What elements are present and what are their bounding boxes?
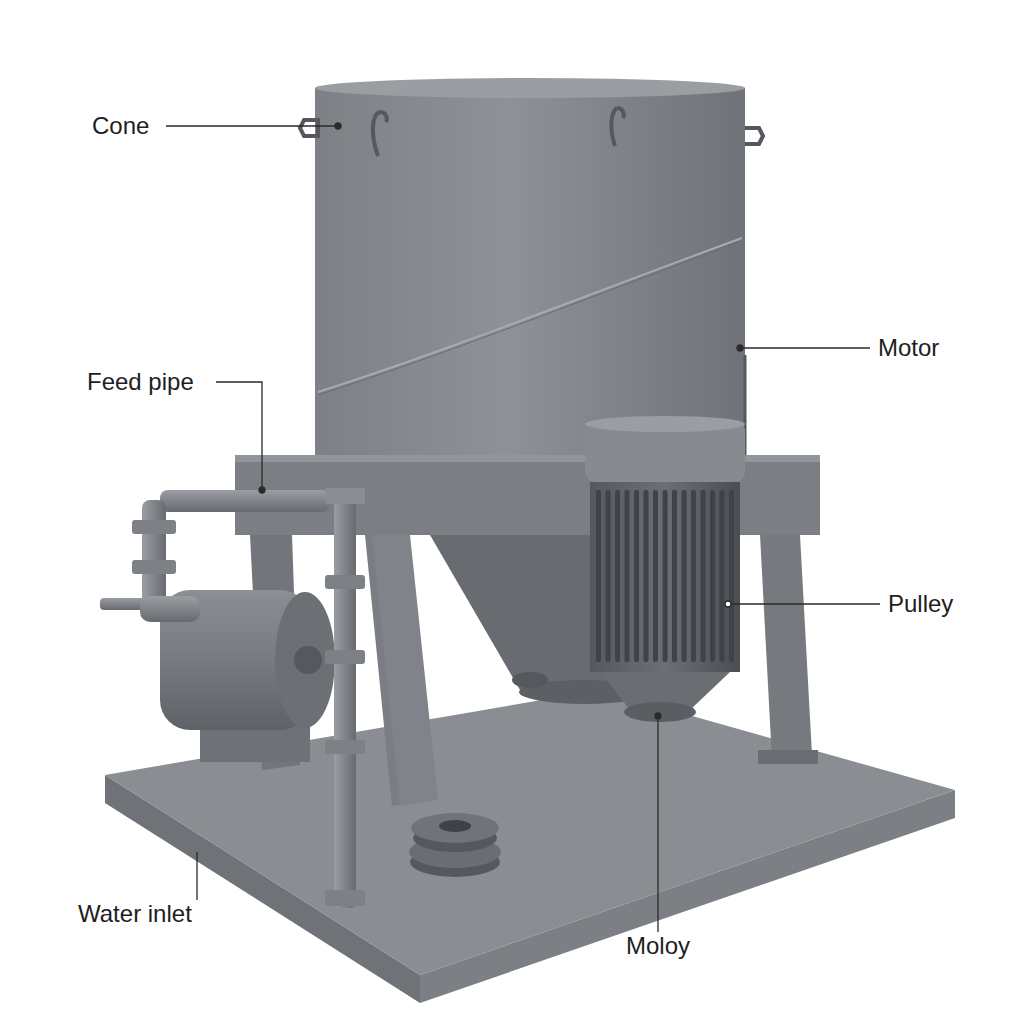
motor-fin — [644, 490, 649, 662]
cone-housing — [300, 78, 763, 460]
housing-seam — [318, 238, 742, 392]
hook — [611, 108, 623, 146]
leader-dot — [737, 345, 743, 351]
leader-dot — [725, 601, 731, 607]
leader-dot — [335, 123, 341, 129]
motor-cap-top — [585, 416, 745, 432]
leader-line — [166, 125, 338, 126]
leg-foot — [758, 750, 818, 764]
leader-dot — [259, 487, 265, 493]
motor-fin — [653, 490, 658, 662]
motor-fin — [596, 490, 601, 662]
leader-line — [657, 716, 658, 932]
leader-dot — [655, 713, 661, 719]
frame-leg — [372, 535, 438, 806]
housing-body — [315, 88, 745, 458]
feed-pipe — [160, 490, 330, 512]
housing-rim — [315, 78, 745, 98]
part-label: Pulley — [888, 590, 953, 618]
base-plate-top — [105, 690, 955, 975]
motor-fin — [672, 490, 677, 662]
pipe-foot — [325, 890, 365, 906]
motor-fin — [682, 490, 687, 662]
pump-shaft — [294, 646, 322, 674]
pipe-cap — [325, 488, 365, 504]
part-label: Moloy — [626, 932, 690, 960]
motor-fin — [720, 490, 725, 662]
motor-fin — [663, 490, 668, 662]
motor-body — [590, 482, 740, 672]
motor-fin — [729, 490, 734, 662]
pipe-elbow — [140, 596, 200, 622]
pulley-bore — [439, 820, 471, 832]
pipework — [100, 488, 365, 908]
base-plate — [105, 690, 955, 1003]
pipe-coupling — [132, 520, 176, 534]
motor-fin — [625, 490, 630, 662]
lifting-lug — [745, 128, 763, 144]
pipe-drop — [142, 500, 166, 610]
motor — [585, 416, 745, 722]
leader-lines — [166, 123, 880, 932]
part-label: Motor — [878, 334, 939, 362]
pipe-coupling — [325, 650, 365, 664]
motor-fin — [710, 490, 715, 662]
pipe-coupling — [325, 740, 365, 754]
motor-fin — [634, 490, 639, 662]
pulley — [409, 813, 501, 877]
leader-line — [216, 382, 262, 490]
part-label: Cone — [92, 112, 149, 140]
hook — [373, 112, 387, 156]
leader-line — [728, 603, 880, 604]
pipe-coupling — [132, 560, 176, 574]
part-label: Water inlet — [78, 900, 192, 928]
lifting-lug — [300, 120, 318, 136]
motor-fin — [691, 490, 696, 662]
outlet-flange — [512, 672, 548, 688]
pipe-coupling — [325, 575, 365, 589]
frame-leg — [760, 535, 812, 760]
motor-fins — [596, 490, 734, 662]
pipe-stub — [100, 598, 146, 610]
motor-shaft-pulley — [624, 702, 696, 722]
leader-line — [196, 852, 197, 900]
housing-seam — [318, 241, 742, 395]
motor-fin — [701, 490, 706, 662]
leader-line — [740, 347, 870, 348]
pulley-sheave — [411, 813, 499, 843]
motor-fin — [606, 490, 611, 662]
motor-fin — [615, 490, 620, 662]
part-label: Feed pipe — [87, 368, 194, 396]
water-inlet-pipe — [334, 488, 356, 908]
